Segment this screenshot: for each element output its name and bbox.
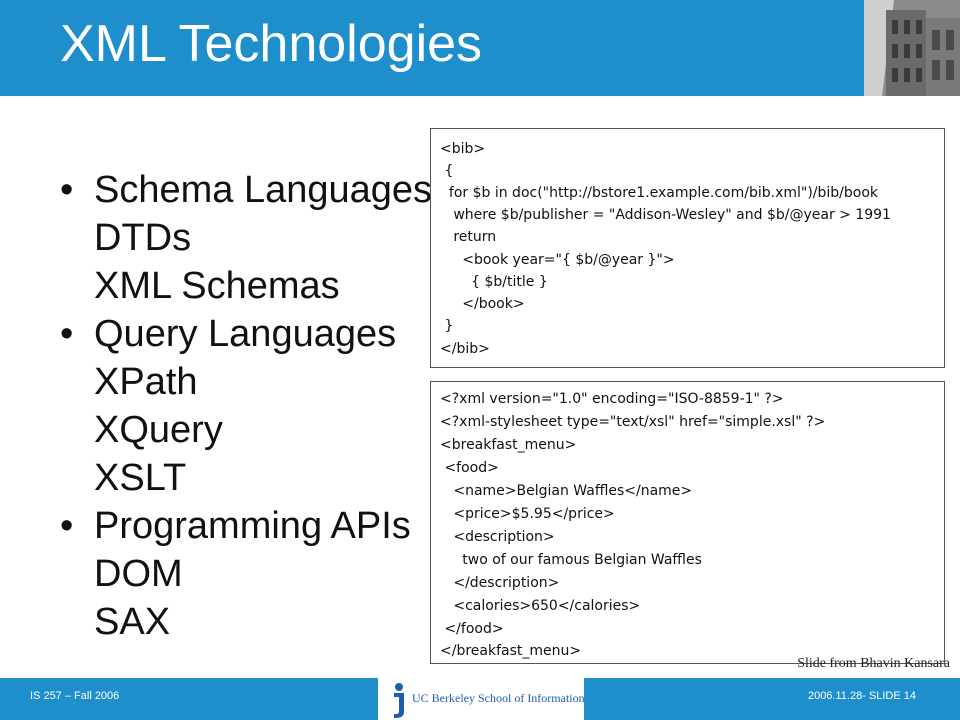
bullet-dot: • bbox=[60, 505, 74, 547]
bullet-subitem: XPath bbox=[94, 361, 198, 403]
bullet-subitem: XQuery bbox=[94, 409, 223, 451]
slide-number: 2006.11.28- SLIDE 14 bbox=[807, 690, 916, 702]
bullet-label: Programming APIs bbox=[94, 505, 411, 547]
code-line: { bbox=[440, 163, 454, 179]
footer-bar: IS 257 – Fall 2006 UC Berkeley School of… bbox=[0, 678, 960, 720]
code-line: for $b in doc("http://bstore1.example.co… bbox=[440, 185, 879, 201]
bullet-subitem: SAX bbox=[94, 601, 171, 643]
bullet-dot: • bbox=[60, 313, 74, 355]
code-line: <price>$5.95</price> bbox=[440, 506, 615, 522]
code-line: where $b/publisher = "Addison-Wesley" an… bbox=[440, 207, 891, 223]
code-line: } bbox=[440, 318, 454, 334]
code-line: { $b/title } bbox=[440, 274, 548, 290]
slide-credit: Slide from Bhavin Kansara bbox=[797, 656, 950, 671]
bullet-item: • Schema Languages bbox=[60, 166, 432, 214]
bullet-subitem: XML Schemas bbox=[94, 265, 340, 307]
code-line: <calories>650</calories> bbox=[440, 598, 641, 614]
code-line: </description> bbox=[440, 575, 560, 591]
code-line: <book year="{ $b/@year }"> bbox=[440, 252, 675, 268]
code-line: </breakfast_menu> bbox=[440, 643, 582, 659]
building-photo bbox=[864, 0, 960, 96]
title-bar: XML Technologies bbox=[0, 0, 960, 96]
code-line: </book> bbox=[440, 296, 525, 312]
xml-code-box: <?xml version="1.0" encoding="ISO-8859-1… bbox=[430, 381, 945, 664]
bullet-subitem: DTDs bbox=[94, 217, 192, 259]
code-line: return bbox=[440, 229, 497, 245]
xquery-code-box: <bib> { for $b in doc("http://bstore1.ex… bbox=[430, 128, 945, 368]
slide-title: XML Technologies bbox=[60, 15, 483, 73]
code-line: <?xml version="1.0" encoding="ISO-8859-1… bbox=[440, 391, 784, 407]
info-logo-icon bbox=[394, 683, 404, 718]
bullet-item: • Query Languages bbox=[60, 310, 432, 358]
bullet-label: Query Languages bbox=[94, 313, 397, 355]
code-line: <?xml-stylesheet type="text/xsl" href="s… bbox=[440, 414, 826, 430]
school-logo: UC Berkeley School of Information bbox=[378, 678, 585, 720]
course-label: IS 257 – Fall 2006 bbox=[30, 690, 120, 702]
bullet-subitem: DOM bbox=[94, 553, 183, 595]
bullet-subitem: XSLT bbox=[94, 457, 187, 499]
code-line: two of our famous Belgian Waffles bbox=[440, 552, 702, 568]
code-line: <description> bbox=[440, 529, 555, 545]
code-line: </food> bbox=[440, 621, 504, 637]
code-line: </bib> bbox=[440, 341, 490, 357]
code-line: <breakfast_menu> bbox=[440, 437, 577, 453]
bullet-label: Schema Languages bbox=[94, 169, 433, 211]
code-line: <bib> bbox=[440, 141, 486, 157]
bullet-item: • Programming APIs bbox=[60, 502, 432, 550]
code-line: <food> bbox=[440, 460, 499, 476]
bullet-dot: • bbox=[60, 169, 74, 211]
code-line: <name>Belgian Waffles</name> bbox=[440, 483, 693, 499]
logo-text: UC Berkeley School of Information bbox=[412, 691, 585, 705]
bullet-list: • Schema Languages DTDs XML Schemas • Qu… bbox=[60, 166, 432, 646]
